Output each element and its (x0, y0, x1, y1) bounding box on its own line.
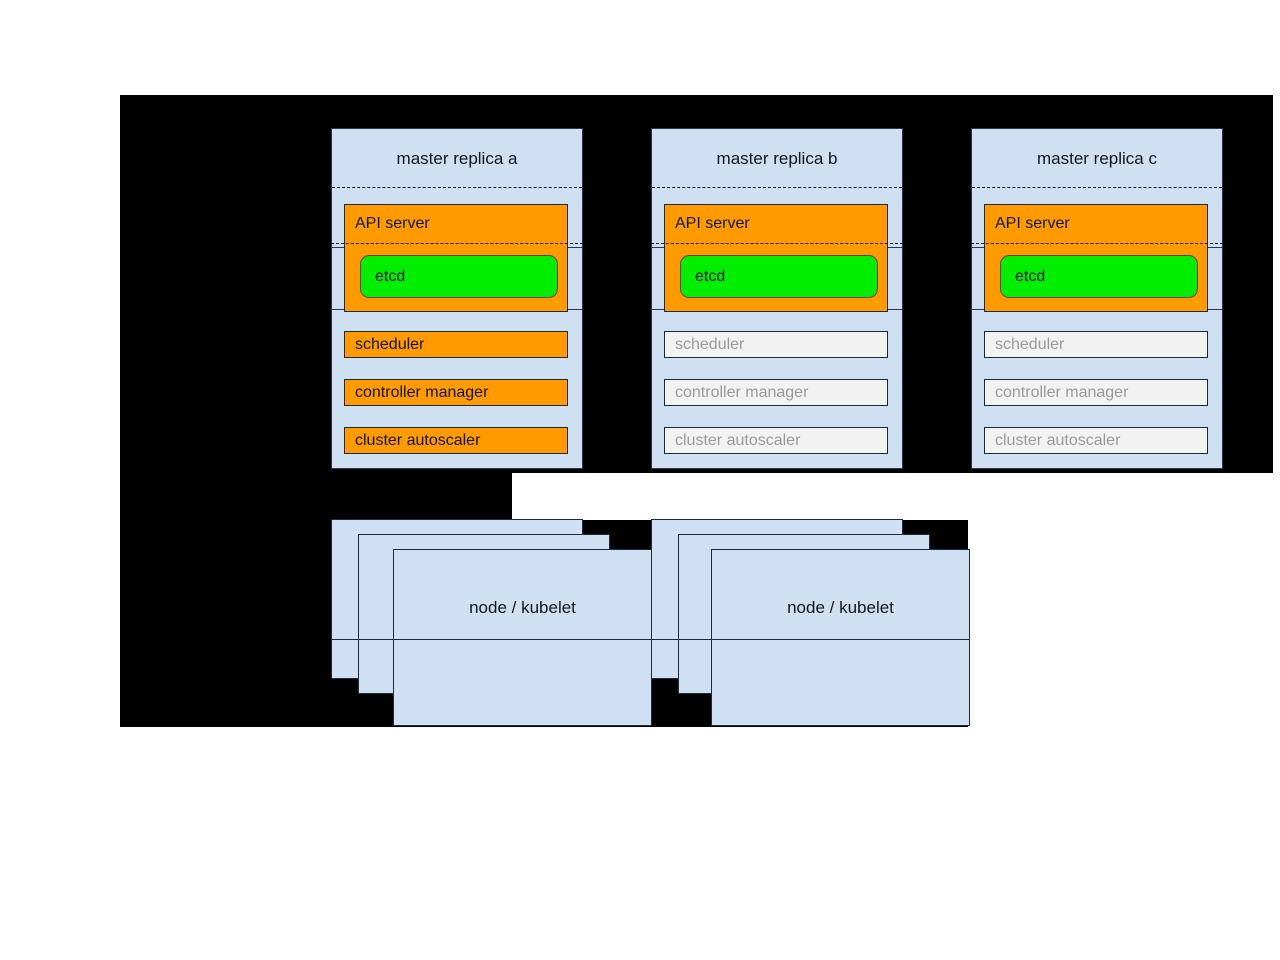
replica-a-api-server-label: API server (355, 215, 430, 232)
replica-a-controller-manager-label: controller manager (355, 383, 489, 401)
replica-a-etcd[interactable]: etcd (360, 255, 558, 298)
replica-b-etcd[interactable]: etcd (680, 255, 878, 298)
replica-b-cluster-autoscaler-label: cluster autoscaler (675, 431, 801, 449)
node-group-2-card-front[interactable]: node / kubelet (711, 549, 970, 726)
replica-a-cluster-autoscaler-label: cluster autoscaler (355, 431, 481, 449)
replica-a-controller-manager[interactable]: controller manager (344, 379, 568, 406)
replica-a-title: master replica a (396, 149, 518, 168)
replica-c-cluster-autoscaler-label: cluster autoscaler (995, 431, 1121, 449)
replica-c-scheduler[interactable]: scheduler (984, 331, 1208, 358)
replica-b-scheduler-label: scheduler (675, 335, 745, 353)
replica-c-controller-manager[interactable]: controller manager (984, 379, 1208, 406)
replica-b-scheduler[interactable]: scheduler (664, 331, 888, 358)
replica-c-api-server-label: API server (995, 215, 1070, 232)
replica-c-controller-manager-label: controller manager (995, 383, 1129, 401)
replica-c-cluster-autoscaler[interactable]: cluster autoscaler (984, 427, 1208, 454)
node-group-1-card-front[interactable]: node / kubelet (393, 549, 652, 726)
replica-b-etcd-label: etcd (695, 267, 726, 285)
replica-b-api-server-label: API server (675, 215, 750, 232)
node-group-1-label: node / kubelet (469, 598, 576, 617)
replica-a-api-divider (331, 243, 583, 244)
replica-c-api-divider (971, 243, 1223, 244)
replica-a-cluster-autoscaler[interactable]: cluster autoscaler (344, 427, 568, 454)
node-group-2-label: node / kubelet (787, 598, 894, 617)
replica-a-scheduler-label: scheduler (355, 335, 425, 353)
backdrop-mid-left (120, 473, 512, 520)
node-group-2-rule (651, 639, 970, 640)
replica-b-cluster-autoscaler[interactable]: cluster autoscaler (664, 427, 888, 454)
replica-c-divider (972, 187, 1222, 188)
replica-a-scheduler[interactable]: scheduler (344, 331, 568, 358)
node-group-1-rule (331, 639, 652, 640)
replica-b-divider (652, 187, 902, 188)
replica-c-scheduler-label: scheduler (995, 335, 1065, 353)
replica-c-title: master replica c (1037, 149, 1157, 168)
replica-b-controller-manager[interactable]: controller manager (664, 379, 888, 406)
replica-c-etcd-label: etcd (1015, 267, 1046, 285)
replica-c-etcd[interactable]: etcd (1000, 255, 1198, 298)
replica-a-etcd-label: etcd (375, 267, 406, 285)
replica-b-api-divider (651, 243, 903, 244)
replica-b-title: master replica b (716, 149, 838, 168)
replica-b-controller-manager-label: controller manager (675, 383, 809, 401)
replica-a-divider (332, 187, 582, 188)
